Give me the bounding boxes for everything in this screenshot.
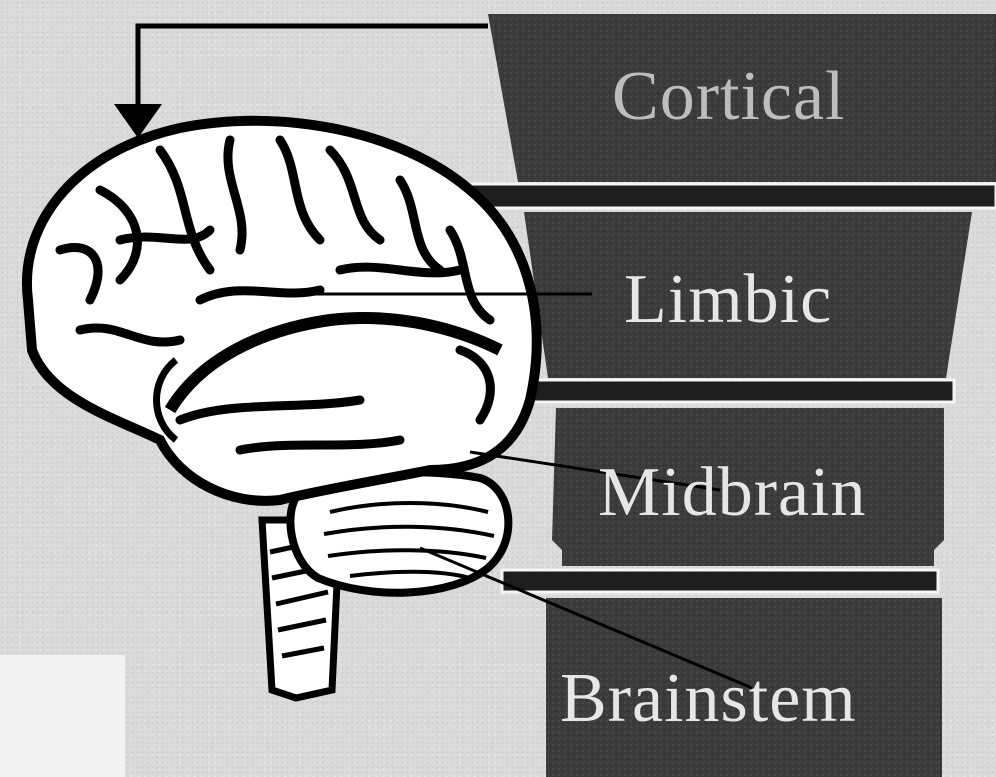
limbic-divider-bar: [488, 380, 954, 402]
cortical-label: Cortical: [612, 62, 845, 132]
limbic-label: Limbic: [624, 265, 832, 335]
brainstem-label: Brainstem: [560, 664, 857, 734]
feedback-arrow-line: [138, 26, 488, 108]
cortical-divider-bar: [460, 184, 996, 208]
brain-illustration: [27, 121, 537, 698]
midbrain-label: Midbrain: [598, 458, 867, 528]
midbrain-divider-bar: [502, 570, 938, 592]
